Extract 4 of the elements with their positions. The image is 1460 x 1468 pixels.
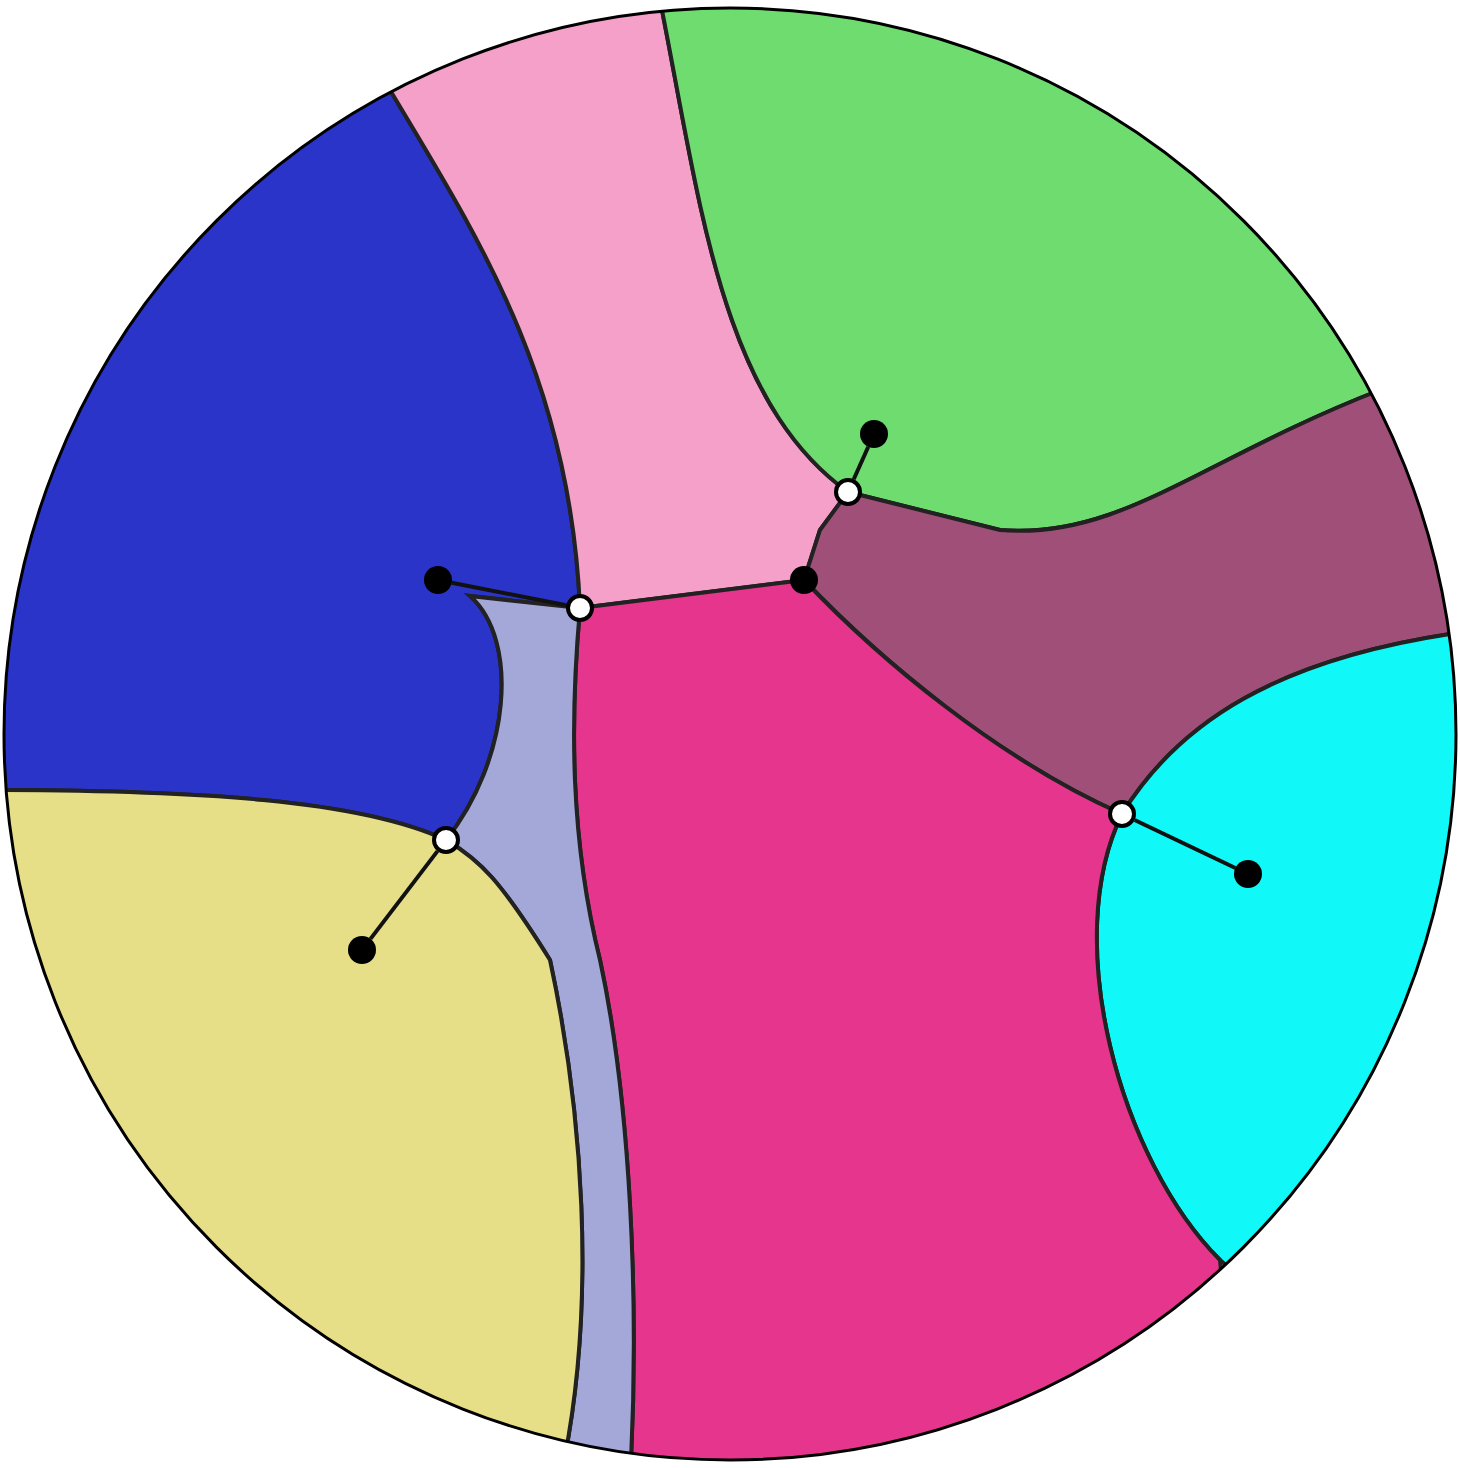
connector-line bbox=[851, 445, 871, 481]
connector-line bbox=[451, 580, 567, 608]
connector-line bbox=[1133, 818, 1237, 870]
connector-line bbox=[368, 849, 440, 941]
